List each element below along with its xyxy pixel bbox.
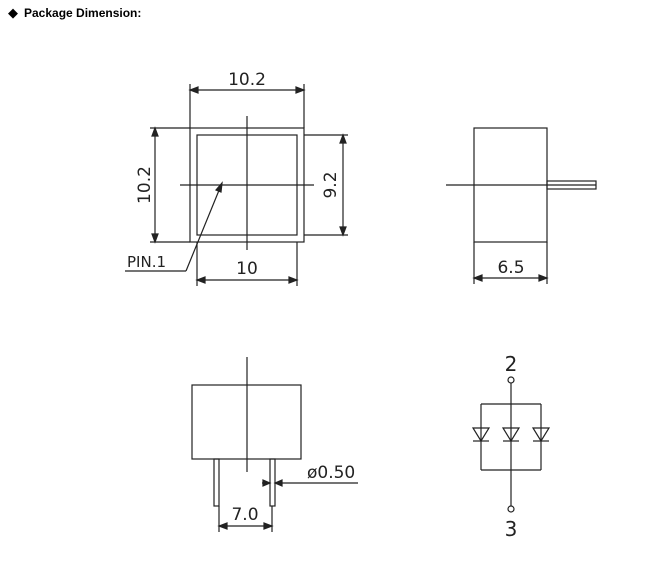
top-view	[125, 84, 348, 286]
pin1-leader	[125, 181, 223, 272]
bottom-width-label: 10	[236, 259, 258, 279]
pin3-label: 3	[505, 517, 518, 541]
front-view-pin-left	[213, 458, 220, 507]
pin-diameter-label: ø0.50	[307, 463, 355, 483]
led-schematic	[471, 376, 551, 513]
diode-left	[471, 427, 491, 443]
top-height-dimension	[150, 126, 190, 244]
diamond-bullet-icon: ◆	[8, 5, 18, 21]
pin-pitch-dimension	[217, 506, 274, 532]
front-view	[191, 357, 358, 532]
pin2-terminal	[507, 376, 515, 384]
section-header: ◆ Package Dimension:	[8, 6, 141, 20]
front-view-pin-right	[269, 458, 276, 507]
side-view-pin	[546, 180, 597, 190]
top-height-label: 10.2	[135, 166, 155, 204]
top-width-label: 10.2	[228, 70, 266, 90]
pin3-terminal	[507, 505, 515, 513]
pin-pitch-label: 7.0	[231, 505, 258, 525]
pin1-label: PIN.1	[127, 253, 166, 271]
top-width-dimension	[188, 84, 306, 128]
side-depth-dimension	[472, 242, 549, 284]
diode-middle	[501, 427, 521, 443]
pin2-label: 2	[505, 352, 518, 376]
side-depth-label: 6.5	[497, 258, 524, 278]
diode-right	[531, 427, 551, 443]
inner-height-label: 9.2	[321, 171, 341, 198]
pin-diameter-dimension	[262, 479, 358, 487]
section-title: Package Dimension:	[24, 6, 142, 20]
inner-height-dimension	[304, 133, 348, 237]
side-view	[446, 127, 597, 284]
bottom-width-dimension	[195, 242, 299, 286]
